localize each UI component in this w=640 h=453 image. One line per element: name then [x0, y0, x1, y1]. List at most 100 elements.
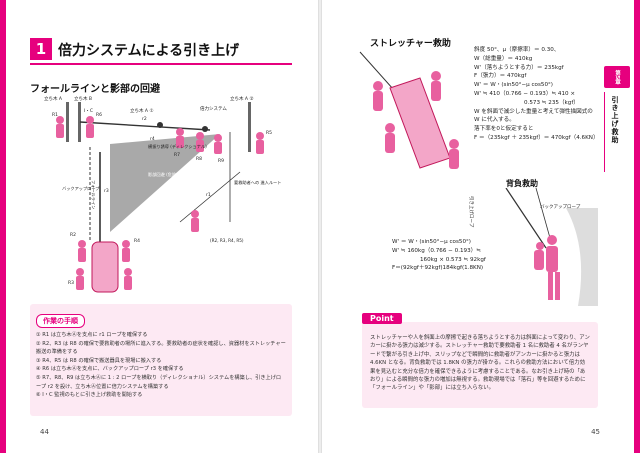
procedure-step: ③ R4、R5 は R8 の確保で搬送器具を現場に搬入する — [36, 357, 162, 364]
label-rope-r4: r4 — [150, 136, 155, 142]
label-r6: R6 — [96, 112, 102, 118]
rescuer-body-r5b — [124, 276, 132, 290]
rescuer-head-r2 — [78, 240, 86, 248]
pulley-icon — [157, 122, 163, 128]
label-r8: R8 — [196, 156, 202, 162]
right-page-edge-band — [634, 0, 640, 453]
rescuer-body-r5 — [256, 140, 264, 154]
point-label: Point — [362, 313, 402, 324]
tree-b-trunk — [78, 102, 81, 142]
rescue-system-diagram: 立ち木 A 立ち木 B 立ち木 A ① 立ち木 A ② I・C R1 R2 R3… — [44, 95, 281, 293]
rescuer-head — [373, 81, 383, 91]
stretcher-calculation: 斜度 50°、μ（摩擦率）＝ 0.30、 W（総重量）＝ 410kg W'（落ち… — [474, 46, 602, 143]
subheading-fall-line: フォールラインと影部の回避 — [30, 84, 160, 95]
calc-line: W' ＝ W・(sin50°−μ cos50°) — [474, 82, 553, 89]
rescuer-head — [547, 235, 557, 245]
rescuer-body-r6 — [86, 124, 94, 138]
back-carry-heading: 背負救助 — [506, 179, 538, 188]
label-fall-line: フォールライン — [90, 180, 96, 209]
calc-line: 斜度 50°、μ（摩擦率）＝ 0.30、 — [474, 47, 560, 53]
rescuer-head — [385, 123, 395, 133]
section-number-badge: 1 — [30, 38, 52, 60]
chapter-tab-line — [604, 92, 630, 172]
backup-rope-line — [535, 188, 551, 239]
point-box: ストレッチャーや人を斜面上の摩擦で起きる落ちようとする力は斜面によって変わり、ア… — [362, 322, 598, 408]
rescuer-body-r8 — [196, 140, 204, 152]
back-carry-calculation: W' ＝ W・(sin50°−μ cos50°) W' ≒ 160kg（0.76… — [392, 238, 508, 273]
label-multiplier-system: 倍力システム — [200, 105, 227, 112]
calc-line: W' ≒ 410（0.766 − 0.193）≒ 410 × — [474, 90, 576, 97]
rescuer-leg — [555, 272, 560, 300]
book-gutter — [318, 0, 322, 453]
calc-line: W に代入する。 — [474, 117, 515, 124]
page-number-left: 44 — [40, 428, 49, 436]
calc-line: F（張力）＝ 470kgf — [474, 73, 527, 80]
rescuer-figures — [534, 235, 560, 300]
calc-line: 0.573 ≒ 235（kgf） — [524, 99, 579, 106]
stretcher-rescue-heading: ストレッチャー救助 — [370, 39, 451, 49]
label-backup-rope: バックアップロープ — [540, 204, 581, 210]
rescuer-body-r3 — [76, 276, 84, 290]
chapter-tab: 第5章 — [604, 66, 630, 88]
procedure-step: ⑤ R7、R8、R9 は立ち木Ⓐに 1 : 2 ロープを横取り（ディレクショナル… — [36, 374, 282, 390]
label-r4: R4 — [134, 238, 140, 244]
label-rope-r2: r2 — [142, 116, 147, 122]
label-redirect: 横振り誘導 (ディレクショナル) — [148, 143, 207, 150]
rescuer-body — [449, 149, 459, 169]
rescuer-head-r6 — [86, 116, 94, 124]
label-r7: R7 — [174, 152, 180, 158]
calc-line: 160kg × 0.573 ≒ 92kgf — [420, 256, 486, 263]
rescuer-head-r5 — [256, 132, 264, 140]
shadow-zone-area — [110, 134, 220, 232]
rescuer-body — [431, 81, 441, 101]
calc-line: W'（落ちようとする力）＝ 235kgf — [474, 64, 564, 71]
calc-line: W を斜面で減少した重量と考えて弾性描図式の — [474, 108, 593, 115]
rope-r2 — [79, 121, 211, 131]
procedure-title: 作業の手順 — [36, 314, 85, 328]
calc-line: 落下率を0と仮定すると — [474, 126, 534, 133]
rock-face — [566, 208, 598, 306]
rescuer-body-r4 — [122, 248, 130, 262]
rescuer-body-r1 — [56, 124, 64, 138]
rescuer-head — [431, 71, 441, 81]
label-shadow-zone: 影部回避 (危険地帯) — [148, 171, 186, 178]
procedure-step: ④ R6 は立ち木Ⓐを支点に、バックアップロープ r3 を確保する — [36, 366, 184, 373]
rescuer-head-r7 — [176, 128, 184, 136]
tree-a-trunk — [66, 102, 69, 142]
rescuer-figures — [56, 116, 264, 290]
rescuer-body — [546, 246, 558, 272]
label-r2: R2 — [70, 232, 76, 238]
calc-line: F＝(92kgf＋92kgf)184kgf(1.8KN) — [392, 265, 484, 272]
rescuer-figures — [373, 71, 459, 169]
stretcher-rescue-illustration — [359, 51, 459, 169]
procedure-step: ① R1 は立ち木Ⓐを支点に r1 ロープを確保する — [36, 332, 148, 338]
rope-r1 — [179, 171, 241, 223]
calc-line: W（総重量）＝ 410kg — [474, 55, 533, 62]
rescuer-head — [449, 139, 459, 149]
section-title: 倍力システムによる引き上げ — [58, 43, 240, 59]
rescuer-head-r3 — [76, 268, 84, 276]
label-approach-route: 要救助者への 進入ルート — [234, 179, 281, 186]
procedure-step: ⑥ I・C 監視のもとに引き上げ救助を開始する — [36, 392, 143, 399]
label-main-rope: 引き上げロープ — [468, 196, 475, 228]
procedure-step: ② R2、R3 は R8 の確保で要救助者の場所に進入する。要救助者の症状を確認… — [36, 340, 286, 356]
rescuer-body — [373, 91, 383, 111]
label-r5: R5 — [266, 130, 272, 136]
pulley-icon — [202, 126, 208, 132]
procedure-box: 作業の手順 ① R1 は立ち木Ⓐを支点に r1 ロープを確保する ② R2、R3… — [30, 304, 292, 416]
label-backup-rope: バックアップロープ — [62, 186, 100, 192]
calc-line: W' ＝ W・(sin50°−μ cos50°) — [392, 239, 471, 245]
stretcher-basket — [91, 241, 119, 293]
rescuer-head-r9 — [214, 134, 222, 142]
rescuer-body-r2 — [78, 248, 86, 262]
label-r3: R3 — [68, 280, 74, 286]
label-r1: R1 — [52, 112, 58, 118]
label-ic: I・C — [84, 108, 93, 114]
chapter-title: 引き上げ救助 — [611, 96, 619, 144]
label-anchor-b: 立ち木 B — [74, 95, 92, 102]
rescuer-head-r8 — [196, 132, 204, 140]
rescuer-head-r1-lower — [191, 210, 199, 218]
label-rope-r1: r1 — [206, 192, 211, 198]
rescuer-body-r7 — [176, 136, 184, 148]
